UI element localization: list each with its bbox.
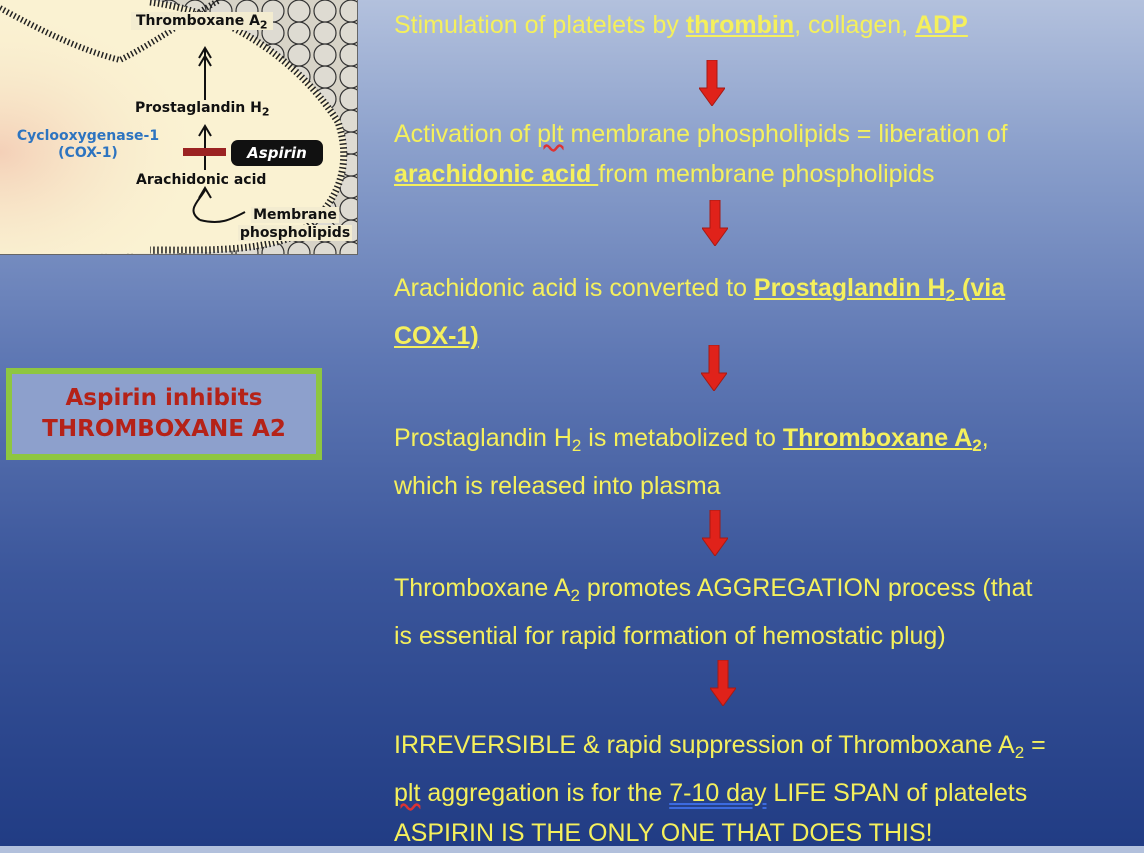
membrane-phospholipids-label: Membrane phospholipids bbox=[237, 207, 353, 241]
thromboxane-label: Thromboxane A2 bbox=[131, 12, 273, 31]
step-irreversible: IRREVERSIBLE & rapid suppression of Thro… bbox=[394, 731, 1046, 848]
platelet-pathway-diagram: Thromboxane A2 Prostaglandin H2 Cyclooxy… bbox=[0, 0, 358, 255]
step-aggregation: Thromboxane A2 promotes AGGREGATION proc… bbox=[394, 574, 1033, 651]
arachidonic-label: Arachidonic acid bbox=[136, 172, 267, 188]
cox-inhibition-bar bbox=[183, 148, 226, 156]
prostaglandin-label: Prostaglandin H2 bbox=[135, 100, 270, 119]
aspirin-inhibits-callout: Aspirin inhibits THROMBOXANE A2 bbox=[6, 368, 322, 460]
down-arrow-icon bbox=[702, 510, 728, 556]
step-activation: Activation of plt membrane phospholipids… bbox=[394, 120, 1008, 188]
down-arrow-icon bbox=[702, 200, 728, 246]
cox1-label: Cyclooxygenase-1 (COX-1) bbox=[16, 128, 160, 161]
step-metabolism: Prostaglandin H2 is metabolized to Throm… bbox=[394, 424, 989, 501]
down-arrow-icon bbox=[699, 60, 725, 106]
membrane-hatch bbox=[149, 0, 348, 254]
callout-line-2: THROMBOXANE A2 bbox=[42, 416, 286, 442]
platelet-illustration bbox=[0, 0, 357, 254]
step-stimulation: Stimulation of platelets by thrombin, co… bbox=[394, 11, 968, 39]
down-arrow-icon bbox=[710, 660, 736, 706]
callout-line-1: Aspirin inhibits bbox=[65, 385, 263, 411]
aspirin-pill: Aspirin bbox=[231, 140, 323, 166]
step-conversion: Arachidonic acid is converted to Prostag… bbox=[394, 274, 1006, 351]
down-arrow-icon bbox=[701, 345, 727, 391]
